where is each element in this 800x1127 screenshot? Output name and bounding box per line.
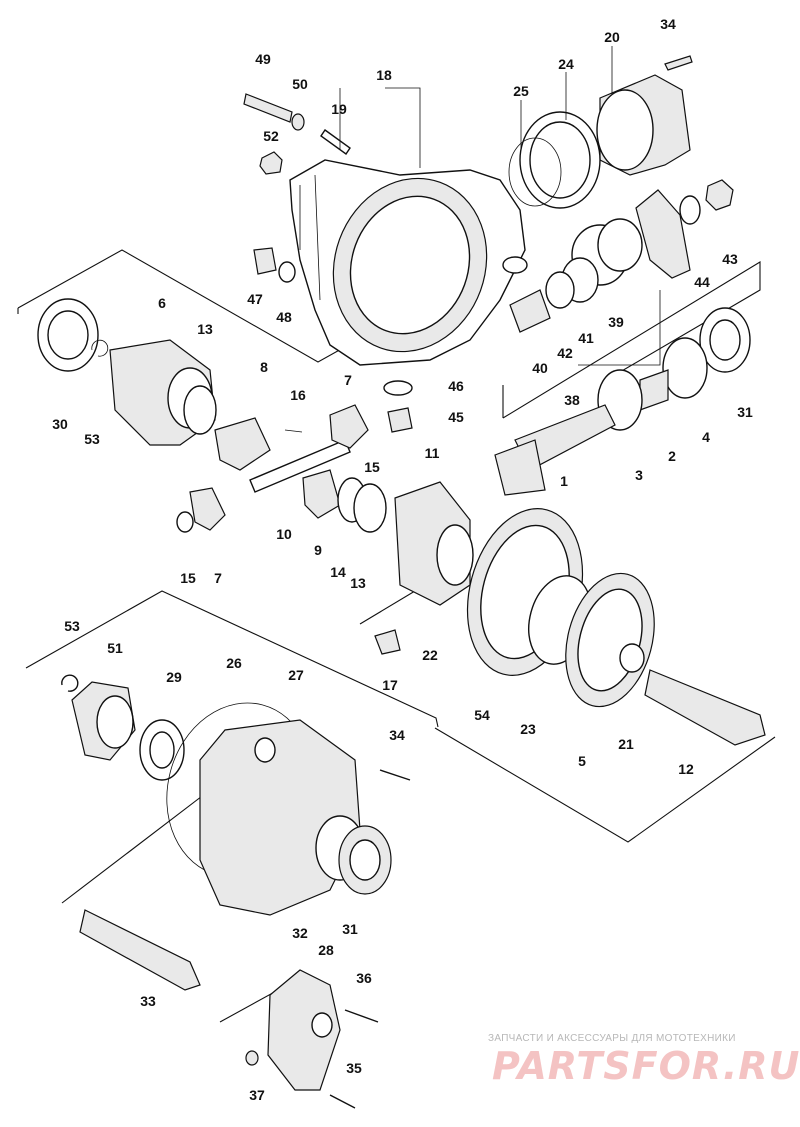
label-part-11[interactable]: 11	[425, 445, 440, 461]
label-part-45[interactable]: 45	[448, 409, 464, 425]
label-part-42[interactable]: 42	[557, 345, 573, 361]
label-part-22[interactable]: 22	[422, 647, 438, 663]
label-part-51[interactable]: 51	[107, 640, 123, 656]
label-part-50[interactable]: 50	[292, 76, 308, 92]
part-labels: 1 2 3 4 5 6 7 7 8 9 10 11 12 13 13 14 15…	[52, 16, 753, 1103]
label-part-41[interactable]: 41	[578, 330, 594, 346]
differential-housing	[289, 159, 528, 366]
label-part-53-upper[interactable]: 53	[84, 431, 100, 447]
label-part-7-upper[interactable]: 7	[344, 372, 352, 388]
label-part-17[interactable]: 17	[382, 677, 398, 693]
label-part-16[interactable]: 16	[290, 387, 306, 403]
label-part-43[interactable]: 43	[722, 251, 738, 267]
small-hardware-group	[61, 55, 693, 692]
label-part-8[interactable]: 8	[260, 359, 268, 375]
frame-lower	[25, 590, 439, 728]
label-part-29[interactable]: 29	[166, 669, 182, 685]
frame-lower-right	[434, 727, 776, 843]
label-part-4[interactable]: 4	[702, 429, 710, 445]
label-part-25[interactable]: 25	[513, 83, 529, 99]
label-part-19[interactable]: 19	[331, 101, 347, 117]
label-part-5[interactable]: 5	[578, 753, 586, 769]
label-part-35[interactable]: 35	[346, 1060, 362, 1076]
label-part-34-lower[interactable]: 34	[389, 727, 405, 743]
watermark-logo[interactable]: PARTSFOR.RU	[492, 1044, 800, 1088]
label-part-26[interactable]: 26	[226, 655, 242, 671]
label-part-36[interactable]: 36	[356, 970, 372, 986]
label-part-3[interactable]: 3	[635, 467, 643, 483]
label-part-37[interactable]: 37	[249, 1087, 265, 1103]
ring-gear-group	[394, 481, 766, 746]
label-part-13-lower[interactable]: 13	[350, 575, 366, 591]
label-part-23[interactable]: 23	[520, 721, 536, 737]
label-part-2[interactable]: 2	[668, 448, 676, 464]
watermark-tagline: ЗАПЧАСТИ И АКСЕССУАРЫ ДЛЯ МОТОТЕХНИКИ	[488, 1033, 736, 1044]
lower-cover-group	[71, 681, 411, 991]
frame-gear-link	[359, 587, 421, 625]
label-part-14[interactable]: 14	[330, 564, 346, 580]
frame-pinion	[502, 261, 761, 419]
label-part-32[interactable]: 32	[292, 925, 308, 941]
label-part-49[interactable]: 49	[255, 51, 271, 67]
label-part-38[interactable]: 38	[564, 392, 580, 408]
label-part-15-lower[interactable]: 15	[180, 570, 196, 586]
label-part-18[interactable]: 18	[376, 67, 392, 83]
label-part-28[interactable]: 28	[318, 942, 334, 958]
pinion-carrier-group	[508, 74, 734, 333]
label-part-13-upper[interactable]: 13	[197, 321, 213, 337]
frame-bolt-link	[61, 789, 211, 904]
label-part-48[interactable]: 48	[276, 309, 292, 325]
leader-lines	[339, 46, 661, 366]
label-part-1[interactable]: 1	[560, 473, 568, 489]
label-part-31-lower[interactable]: 31	[342, 921, 358, 937]
pinion-gear-group	[494, 307, 751, 496]
label-part-47[interactable]: 47	[247, 291, 263, 307]
label-part-52[interactable]: 52	[263, 128, 279, 144]
label-part-39[interactable]: 39	[608, 314, 624, 330]
label-part-44[interactable]: 44	[694, 274, 710, 290]
label-part-54[interactable]: 54	[474, 707, 490, 723]
label-part-34-upper[interactable]: 34	[660, 16, 676, 32]
label-part-40[interactable]: 40	[532, 360, 548, 376]
label-part-30[interactable]: 30	[52, 416, 68, 432]
label-part-9[interactable]: 9	[314, 542, 322, 558]
label-part-27[interactable]: 27	[288, 667, 304, 683]
label-part-12[interactable]: 12	[678, 761, 694, 777]
bottom-bracket-group	[245, 969, 379, 1109]
label-part-53-lower[interactable]: 53	[64, 618, 80, 634]
label-part-20[interactable]: 20	[604, 29, 620, 45]
label-part-24[interactable]: 24	[558, 56, 574, 72]
label-part-31-upper[interactable]: 31	[737, 404, 753, 420]
label-part-10[interactable]: 10	[276, 526, 292, 542]
differential-case-group	[37, 298, 387, 533]
label-part-46[interactable]: 46	[448, 378, 464, 394]
label-part-21[interactable]: 21	[618, 736, 634, 752]
label-part-15-upper[interactable]: 15	[364, 459, 380, 475]
label-part-33[interactable]: 33	[140, 993, 156, 1009]
label-part-7-lower[interactable]: 7	[214, 570, 222, 586]
label-part-6[interactable]: 6	[158, 295, 166, 311]
